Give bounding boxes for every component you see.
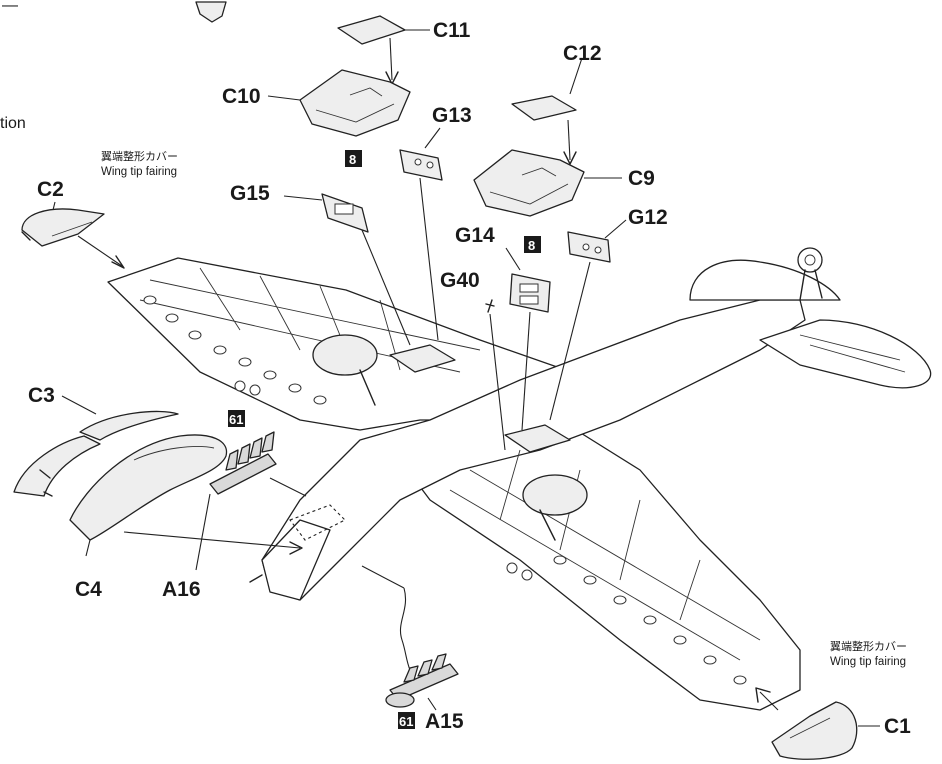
part-c4 xyxy=(69,434,228,541)
note-left-jp: 翼端整形カバー xyxy=(101,149,178,163)
label-g13: G13 xyxy=(432,104,472,127)
part-c2 xyxy=(21,208,105,247)
part-a16 xyxy=(209,431,277,495)
note-right-en: Wing tip fairing xyxy=(830,656,906,668)
label-g15: G15 xyxy=(230,182,270,205)
partial-part-top xyxy=(195,1,227,23)
label-g14: G14 xyxy=(455,224,495,247)
badge-a16: 61 xyxy=(228,410,245,427)
right-wheel-well xyxy=(522,474,588,516)
tail-wheel xyxy=(797,247,823,301)
label-c4: C4 xyxy=(75,578,102,601)
badge-g12: 8 xyxy=(524,236,541,253)
part-g15 xyxy=(321,193,369,233)
left-radiator-mount xyxy=(389,344,456,373)
label-c1: C1 xyxy=(884,715,911,738)
label-c2: C2 xyxy=(37,178,64,201)
label-g40: G40 xyxy=(440,269,480,292)
part-c10 xyxy=(299,69,411,137)
label-c10: C10 xyxy=(222,85,261,108)
part-c11 xyxy=(337,15,406,45)
label-a16: A16 xyxy=(162,578,201,601)
top-left-fragment: — xyxy=(2,0,18,14)
label-c9: C9 xyxy=(628,167,655,190)
svg-text:61: 61 xyxy=(399,714,413,729)
part-g40 xyxy=(485,299,495,313)
left-wheel-well xyxy=(312,334,378,376)
label-a15: A15 xyxy=(425,710,464,733)
part-c3 xyxy=(13,410,179,497)
note-right-jp: 翼端整形カバー xyxy=(830,639,907,653)
part-c9 xyxy=(473,149,585,217)
svg-text:61: 61 xyxy=(229,412,243,427)
part-c1 xyxy=(771,701,858,760)
badge-g15: 8 xyxy=(345,150,362,167)
svg-text:8: 8 xyxy=(528,238,535,253)
horizontal-tailplane xyxy=(759,319,932,389)
note-left-en: Wing tip fairing xyxy=(101,166,177,178)
label-c11: C11 xyxy=(433,19,471,42)
lower-wing-holes xyxy=(553,555,747,685)
nose-section xyxy=(261,519,331,601)
right-radiator-mount xyxy=(504,424,571,453)
svg-text:8: 8 xyxy=(349,152,356,167)
part-a15 xyxy=(385,653,459,708)
tail-fin xyxy=(689,259,841,301)
part-g14 xyxy=(509,273,551,313)
part-c12 xyxy=(511,95,577,121)
label-g12: G12 xyxy=(628,206,668,229)
part-g12 xyxy=(567,231,611,263)
side-fragment-text: tion xyxy=(0,115,26,132)
aircraft-airframe xyxy=(107,247,932,711)
label-c12: C12 xyxy=(563,42,602,65)
upper-wing-holes xyxy=(143,295,327,405)
part-g13 xyxy=(399,149,443,181)
badge-a15: 61 xyxy=(398,712,415,729)
label-c3: C3 xyxy=(28,384,55,407)
